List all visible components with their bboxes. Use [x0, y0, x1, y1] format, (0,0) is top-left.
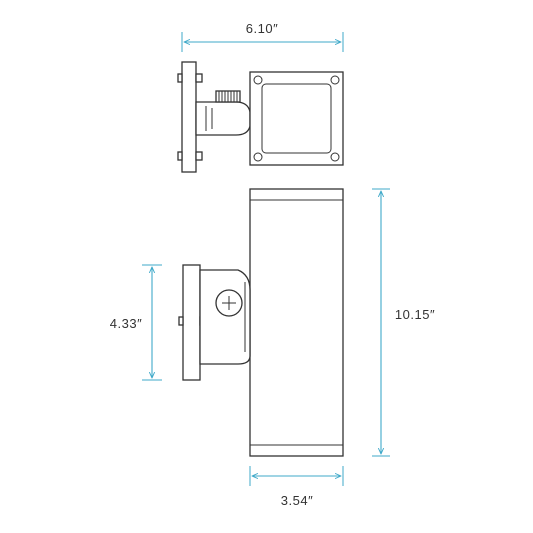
overall-width-label: 6.10″ — [246, 21, 278, 36]
fixture-head-top — [249, 71, 344, 166]
fixture-body — [249, 188, 344, 457]
overall-width-dimension: 6.10″ — [181, 21, 344, 52]
top-view: 6.10″ — [177, 21, 344, 173]
screw-icon — [215, 289, 243, 317]
fixture-height-label: 10.15″ — [395, 307, 435, 322]
fixture-height-dimension: 10.15″ — [372, 188, 435, 457]
front-view: 4.33″ 10.15″ 3.54″ — [110, 188, 435, 508]
fixture-width-label: 3.54″ — [281, 493, 313, 508]
plate-height-dimension: 4.33″ — [110, 264, 162, 381]
plate-height-label: 4.33″ — [110, 316, 142, 331]
fixture-width-dimension: 3.54″ — [249, 466, 344, 508]
mounting-arm — [195, 90, 251, 136]
arm-front — [199, 269, 251, 365]
knurled-knob — [218, 91, 238, 102]
